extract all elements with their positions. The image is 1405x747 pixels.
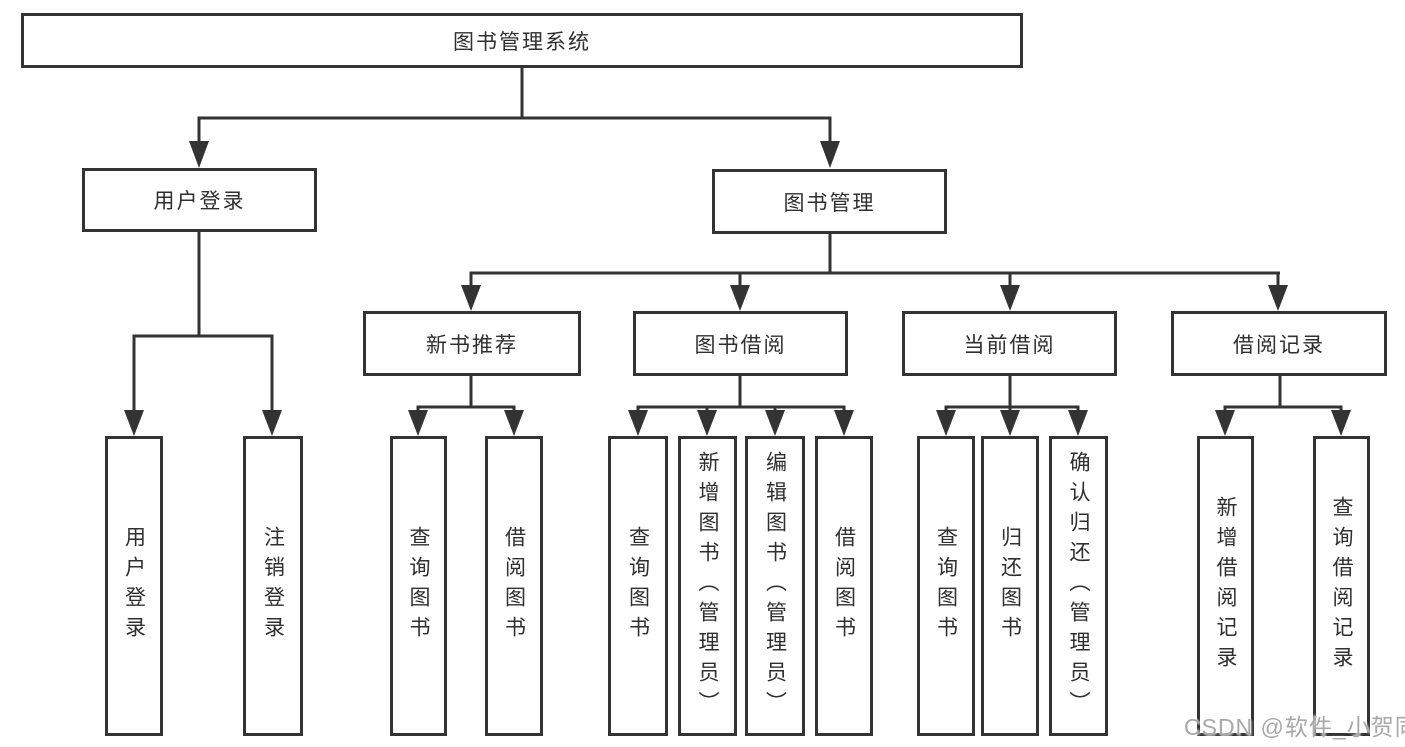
leaf-borrow-books-recommend-label: 借阅图书 bbox=[502, 526, 526, 646]
leaf-confirm-return-admin: 确认归还（管理员） bbox=[1049, 436, 1108, 736]
node-borrow-records: 借阅记录 bbox=[1171, 311, 1387, 376]
leaf-add-borrow-record: 新增借阅记录 bbox=[1197, 436, 1254, 736]
leaf-user-login-label: 用户登录 bbox=[122, 526, 146, 646]
new-book-recommend-label: 新书推荐 bbox=[426, 333, 518, 357]
node-user-login: 用户登录 bbox=[82, 168, 317, 232]
leaf-return-books-label: 归还图书 bbox=[998, 526, 1022, 646]
leaf-add-book-admin-label: 新增图书（管理员） bbox=[696, 451, 719, 721]
user-login-label: 用户登录 bbox=[153, 190, 246, 213]
leaf-query-books-current-label: 查询图书 bbox=[934, 526, 958, 646]
leaf-edit-book-admin-label: 编辑图书（管理员） bbox=[763, 451, 787, 721]
leaf-add-book-admin: 新增图书（管理员） bbox=[678, 436, 737, 736]
leaf-borrow-books-recommend: 借阅图书 bbox=[485, 436, 543, 736]
leaf-add-borrow-record-label: 新增借阅记录 bbox=[1214, 496, 1237, 676]
root-title-label: 图书管理系统 bbox=[453, 30, 591, 54]
leaf-edit-book-admin: 编辑图书（管理员） bbox=[745, 436, 805, 736]
leaf-query-books-recommend: 查询图书 bbox=[390, 436, 447, 736]
leaf-query-books-current: 查询图书 bbox=[917, 436, 975, 736]
node-current-borrow: 当前借阅 bbox=[902, 311, 1117, 376]
leaf-query-books-recommend-label: 查询图书 bbox=[407, 526, 430, 646]
book-borrow-label: 图书借阅 bbox=[694, 333, 787, 357]
leaf-return-books: 归还图书 bbox=[981, 436, 1039, 736]
leaf-confirm-return-admin-label: 确认归还（管理员） bbox=[1067, 451, 1090, 721]
node-book-management: 图书管理 bbox=[712, 169, 947, 234]
book-management-label: 图书管理 bbox=[783, 191, 876, 215]
leaf-query-books-borrow: 查询图书 bbox=[608, 436, 668, 736]
leaf-logout-login-label: 注销登录 bbox=[261, 526, 285, 646]
csdn-watermark: CSDN @软件_小贺同学 bbox=[1184, 714, 1405, 740]
node-root-title: 图书管理系统 bbox=[21, 13, 1023, 68]
leaf-user-login: 用户登录 bbox=[105, 436, 163, 736]
leaf-borrow-books-borrow: 借阅图书 bbox=[815, 436, 873, 736]
borrow-records-label: 借阅记录 bbox=[1233, 333, 1325, 357]
leaf-borrow-books-borrow-label: 借阅图书 bbox=[832, 526, 856, 646]
current-borrow-label: 当前借阅 bbox=[963, 333, 1056, 357]
arrowheads bbox=[124, 141, 1351, 436]
leaf-logout-login: 注销登录 bbox=[243, 436, 303, 736]
leaf-query-borrow-record: 查询借阅记录 bbox=[1313, 436, 1370, 736]
node-new-book-recommend: 新书推荐 bbox=[363, 311, 581, 376]
leaf-query-borrow-record-label: 查询借阅记录 bbox=[1330, 496, 1353, 676]
node-book-borrow: 图书借阅 bbox=[633, 311, 848, 376]
leaf-query-books-borrow-label: 查询图书 bbox=[626, 526, 650, 646]
